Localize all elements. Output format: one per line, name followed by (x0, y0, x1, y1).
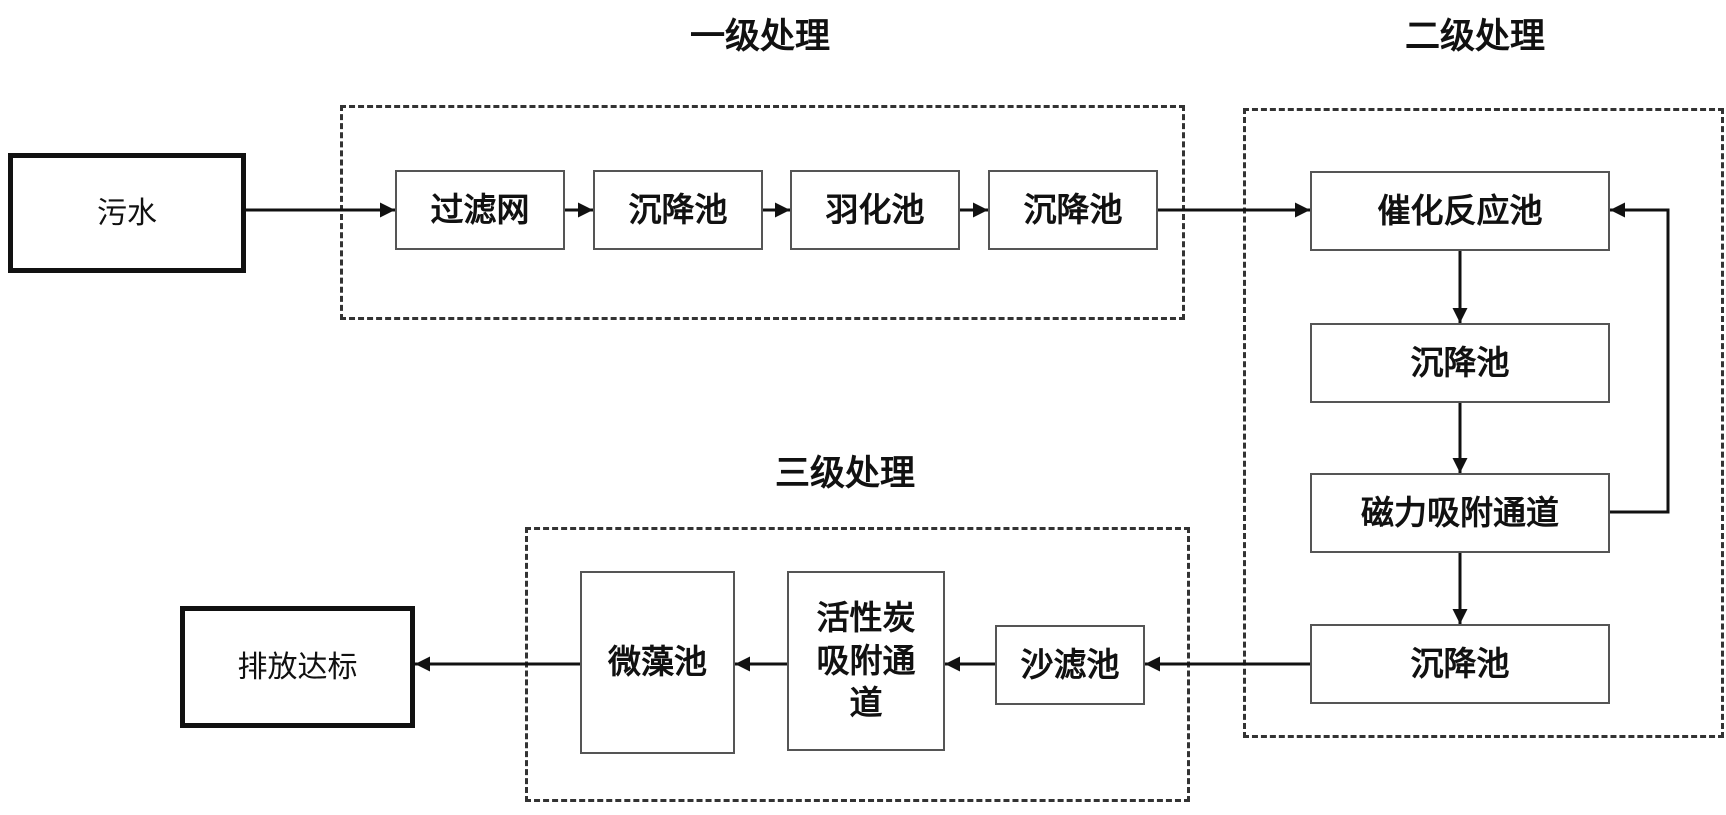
node-sewage: 污水 (8, 153, 246, 273)
node-settling-3: 沉降池 (1310, 323, 1610, 403)
stage-title-primary: 一级处理 (690, 17, 831, 57)
node-settling-2: 沉降池 (988, 170, 1158, 250)
stage-title-secondary: 二级处理 (1405, 17, 1546, 57)
node-settling-4: 沉降池 (1310, 624, 1610, 704)
node-magnetic: 磁力吸附通道 (1310, 473, 1610, 553)
node-sand-filter: 沙滤池 (995, 625, 1145, 705)
primary-stage-group (340, 105, 1185, 320)
node-microalgae: 微藻池 (580, 571, 735, 754)
node-filter-screen: 过滤网 (395, 170, 565, 250)
node-flocculation: 羽化池 (790, 170, 960, 250)
stage-title-tertiary: 三级处理 (775, 454, 916, 494)
node-discharge: 排放达标 (180, 606, 415, 728)
secondary-stage-group (1243, 108, 1724, 738)
node-activated-carbon: 活性炭吸附通道 (787, 571, 945, 751)
node-settling-1: 沉降池 (593, 170, 763, 250)
node-catalytic: 催化反应池 (1310, 171, 1610, 251)
arrow-magnetic-feedback (1610, 202, 1670, 514)
